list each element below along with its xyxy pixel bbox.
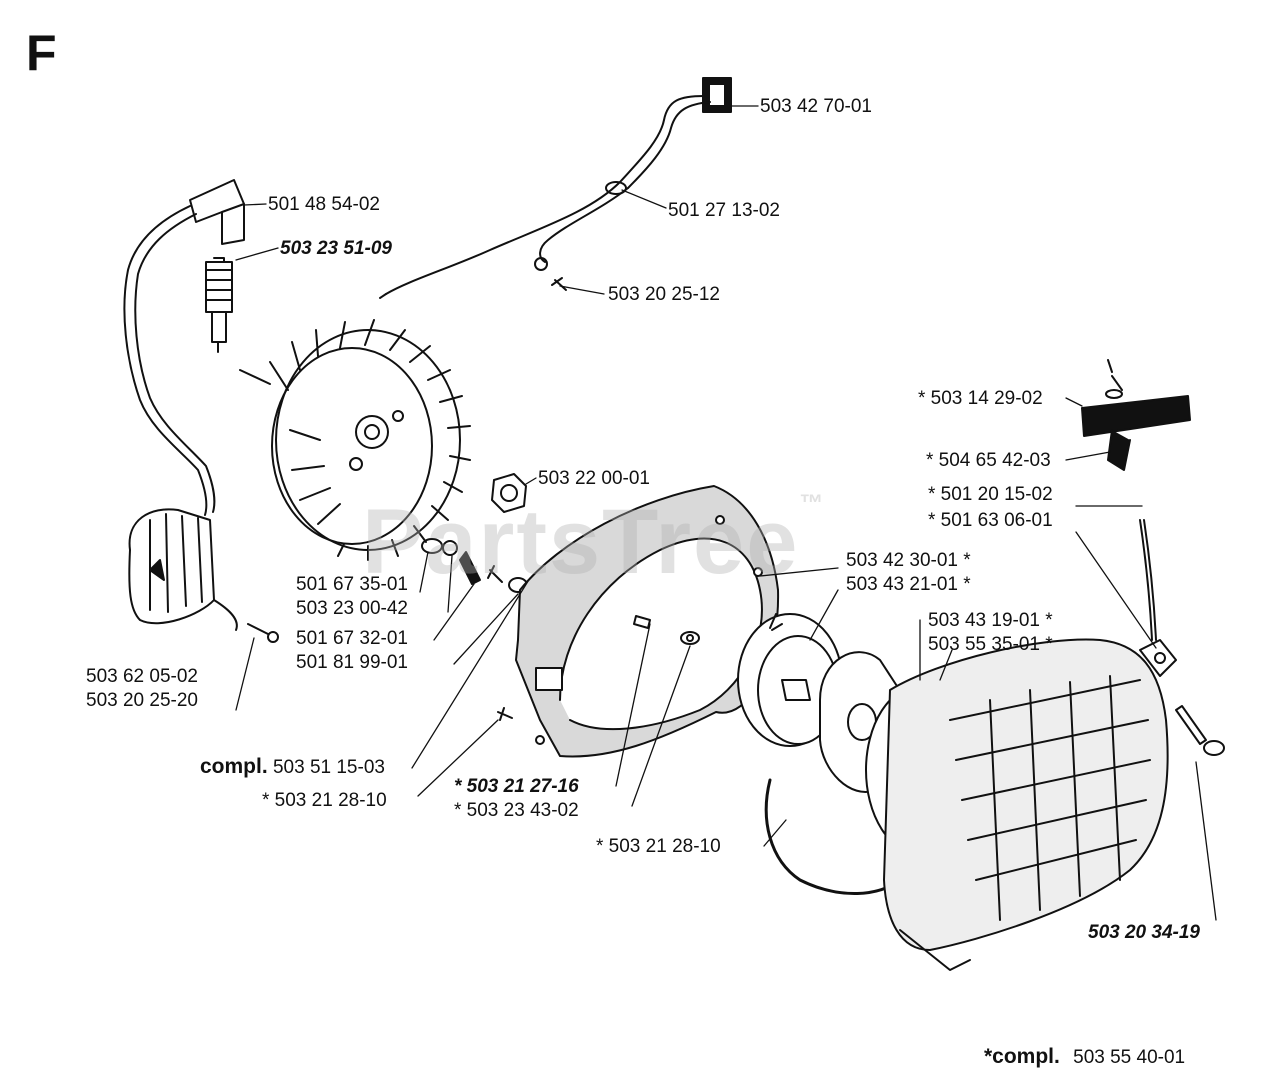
part-label-wire-grommet: 501 27 13-02 <box>668 200 780 221</box>
part-label-pawl-washer: 503 23 00-42 <box>296 598 408 619</box>
part-label-housing-screw: * 503 21 28-10 <box>596 836 721 857</box>
part-label-wire-screw: 503 20 25-12 <box>608 284 720 305</box>
watermark: PartsTree™ <box>362 490 825 595</box>
part-label-ignition-module: 503 62 05-02 <box>86 666 198 687</box>
spark-plug-cap-icon <box>123 179 245 516</box>
part-label-pawl: 501 67 32-01 <box>296 628 408 649</box>
part-label-spark-plug-cap: 501 48 54-02 <box>268 194 380 215</box>
part-label-cover-screw: * 503 21 28-10 <box>262 790 387 811</box>
starter-pawl-icon <box>421 538 528 593</box>
part-label-cover-assembly: compl. 503 51 15-03 <box>200 756 385 779</box>
part-label-pulley-a: 503 42 30-01 * <box>846 550 971 571</box>
part-label-cover-bolt: * 503 21 27-16 <box>454 776 579 797</box>
flywheel-icon <box>239 319 471 561</box>
ignition-module-icon <box>128 508 279 643</box>
part-label-handle-washer: * 503 14 29-02 <box>918 388 1043 409</box>
wire-harness-icon <box>379 77 732 299</box>
part-label-spring-b: 503 55 35-01 * <box>928 634 1053 655</box>
cover-assembly-number: 503 51 15-03 <box>272 757 385 778</box>
part-label-housing-bolt: 503 20 34-19 <box>1088 922 1200 943</box>
part-label-rope-a: * 501 20 15-02 <box>928 484 1053 505</box>
starter-rope-icon <box>764 519 1157 896</box>
footer-prefix: *compl. <box>984 1045 1060 1068</box>
part-label-spring-a: 503 43 19-01 * <box>928 610 1053 631</box>
housing-bolt-icon <box>1175 705 1225 756</box>
starter-handle-icon <box>1081 359 1191 471</box>
part-label-rope-b: * 501 63 06-01 <box>928 510 1053 531</box>
part-label-module-screw: 503 20 25-20 <box>86 690 198 711</box>
starter-housing-icon <box>883 638 1177 971</box>
part-label-pawl-spring: 501 81 99-01 <box>296 652 408 673</box>
starter-cover-plate-icon <box>497 485 780 758</box>
footer-number: 503 55 40-01 <box>1073 1047 1186 1068</box>
part-label-washer: 501 67 35-01 <box>296 574 408 595</box>
part-label-cover-washer: * 503 23 43-02 <box>454 800 579 821</box>
leader-lines <box>235 105 1217 921</box>
compl-prefix: compl. <box>200 755 268 778</box>
starter-pulley-icon <box>737 613 843 747</box>
part-label-connector: 503 42 70-01 <box>760 96 872 117</box>
spark-plug-icon <box>205 257 233 353</box>
footer-assembly-number: *compl. 503 55 40-01 <box>984 1046 1185 1069</box>
watermark-text: PartsTree <box>362 491 800 593</box>
part-label-starter-handle: * 504 65 42-03 <box>926 450 1051 471</box>
part-label-pulley-b: 503 43 21-01 * <box>846 574 971 595</box>
flywheel-nut-icon <box>491 473 527 513</box>
part-label-flywheel-nut: 503 22 00-01 <box>538 468 650 489</box>
watermark-trademark: ™ <box>799 490 826 517</box>
page-letter: F <box>26 25 57 81</box>
part-label-spark-plug: 503 23 51-09 <box>280 238 392 259</box>
